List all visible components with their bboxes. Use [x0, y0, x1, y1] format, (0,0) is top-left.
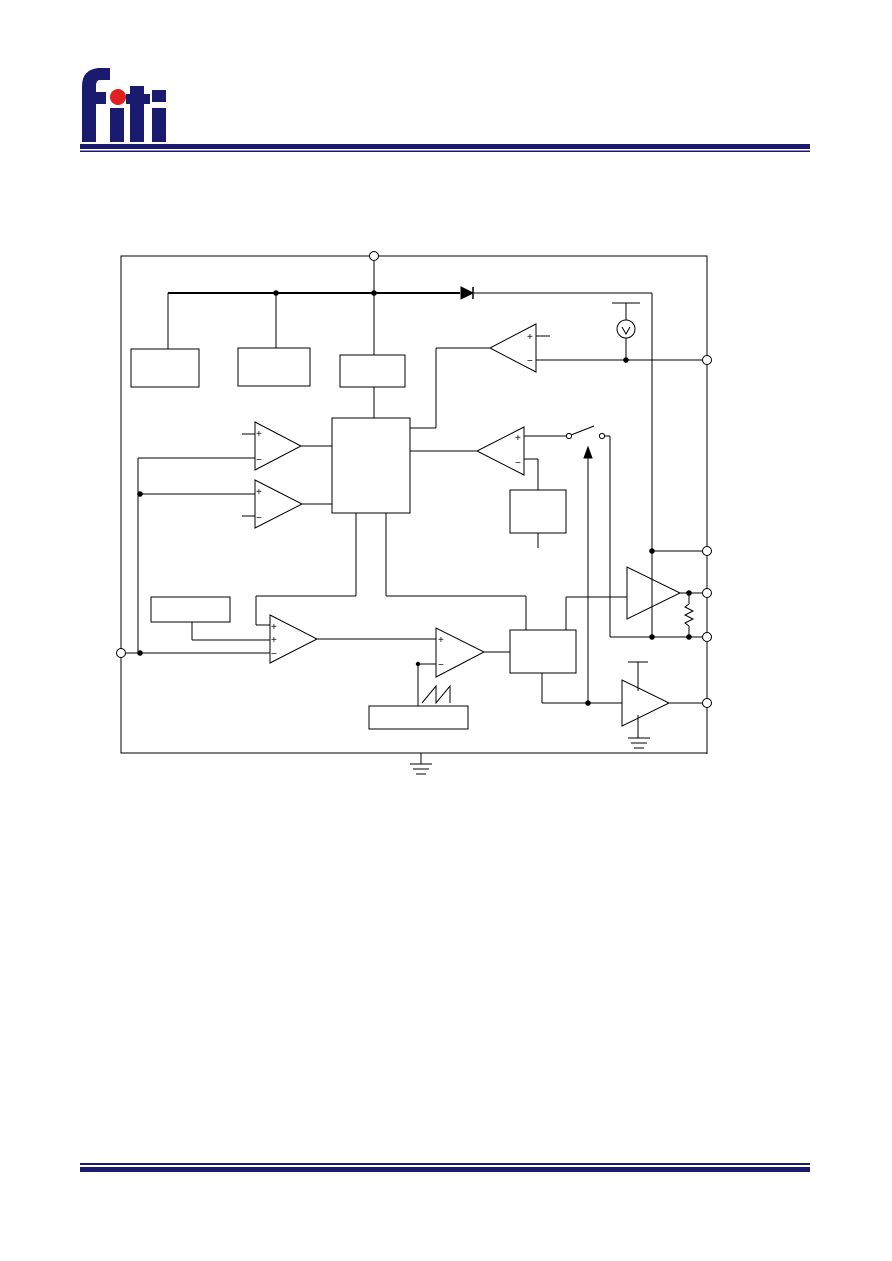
svg-text:−: − — [256, 455, 262, 466]
svg-text:+: + — [527, 332, 533, 343]
switch-icon — [565, 425, 606, 440]
svg-text:+: + — [515, 433, 521, 444]
pin-right-1[interactable] — [702, 355, 712, 365]
control-arrow-icon — [583, 445, 593, 459]
resistor-icon — [683, 603, 695, 627]
chip-ground-icon — [410, 763, 432, 775]
logo-letter-t — [126, 86, 150, 142]
company-logo — [82, 68, 166, 142]
footer-rule — [80, 1163, 810, 1172]
svg-text:−: − — [271, 649, 277, 660]
current-source-icon — [616, 319, 636, 339]
svg-text:−: − — [438, 660, 444, 671]
junction-dot — [686, 634, 692, 640]
junction-dot — [137, 491, 143, 497]
svg-text:+: + — [256, 487, 262, 498]
ground-icon — [628, 737, 650, 749]
junction-dot — [649, 548, 655, 554]
comparator-3-icon — [254, 479, 304, 529]
latch-block — [509, 629, 577, 674]
oscillator-block — [368, 705, 469, 730]
block-a — [130, 348, 200, 388]
output-driver-icon — [626, 566, 682, 620]
pin-top[interactable] — [369, 251, 379, 261]
pin-left[interactable] — [116, 648, 126, 658]
comparator-1-icon — [488, 323, 537, 373]
sawtooth-icon — [421, 684, 451, 705]
block-soft-start — [150, 596, 231, 623]
low-driver-icon — [621, 679, 671, 727]
logo-letter-i-2-stem — [152, 108, 166, 142]
header-rule — [80, 144, 810, 152]
junction-dot — [649, 634, 655, 640]
junction-dot — [585, 700, 591, 706]
junction-dot — [137, 650, 143, 656]
comparator-2-icon — [254, 421, 303, 471]
chip-outline — [120, 255, 708, 754]
svg-text:−: − — [256, 513, 262, 524]
svg-text:+: + — [271, 622, 277, 633]
logo-red-dot-icon — [110, 89, 126, 105]
svg-text:+: + — [256, 429, 262, 440]
block-regulator — [339, 354, 406, 388]
svg-text:−: − — [527, 356, 533, 367]
pin-right-3[interactable] — [702, 588, 712, 598]
svg-text:−: − — [515, 458, 521, 469]
pin-right-5[interactable] — [702, 698, 712, 708]
junction-dot — [623, 357, 629, 363]
logo-letter-i-2 — [152, 90, 166, 102]
comparator-6-icon — [435, 627, 486, 678]
logo-letter-i — [110, 108, 124, 142]
comparator-4-icon — [475, 426, 525, 476]
control-logic-block — [331, 417, 411, 514]
comparator-5-icon — [269, 614, 319, 664]
reference-block — [509, 489, 567, 534]
pin-right-2[interactable] — [702, 546, 712, 556]
diode-icon — [460, 286, 475, 300]
pin-right-4[interactable] — [702, 632, 712, 642]
junction-dot — [371, 290, 377, 296]
block-b — [237, 347, 311, 387]
svg-text:+: + — [271, 635, 277, 646]
svg-text:+: + — [438, 635, 444, 646]
logo-letter-f — [82, 68, 110, 142]
